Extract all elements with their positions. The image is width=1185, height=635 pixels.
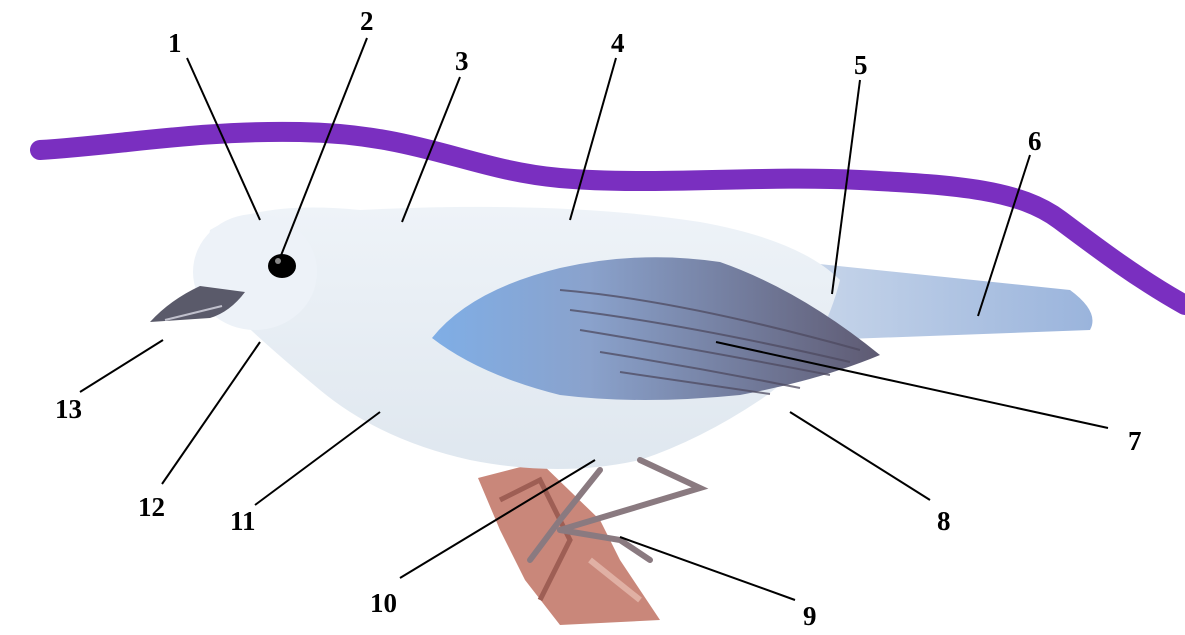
callout-label-5: 5 [854,50,868,80]
leader-line-9 [620,537,795,600]
leader-line-11 [255,412,380,505]
callout-label-8: 8 [937,506,951,536]
callout-label-11: 11 [230,506,256,536]
callout-label-10: 10 [370,588,397,618]
callout-label-13: 13 [55,394,82,424]
callout-label-7: 7 [1128,426,1142,456]
leader-line-13 [80,340,163,392]
leader-line-4 [570,58,616,220]
eye-highlight [275,258,281,264]
callout-label-9: 9 [803,601,817,631]
callout-label-4: 4 [611,28,625,58]
callout-label-6: 6 [1028,126,1042,156]
callout-label-3: 3 [455,46,469,76]
callout-label-12: 12 [138,492,165,522]
callout-label-2: 2 [360,6,374,36]
branch [478,462,660,625]
callout-label-1: 1 [168,28,182,58]
bird-eye [268,254,296,278]
leader-line-8 [790,412,930,500]
leader-line-12 [162,342,260,484]
